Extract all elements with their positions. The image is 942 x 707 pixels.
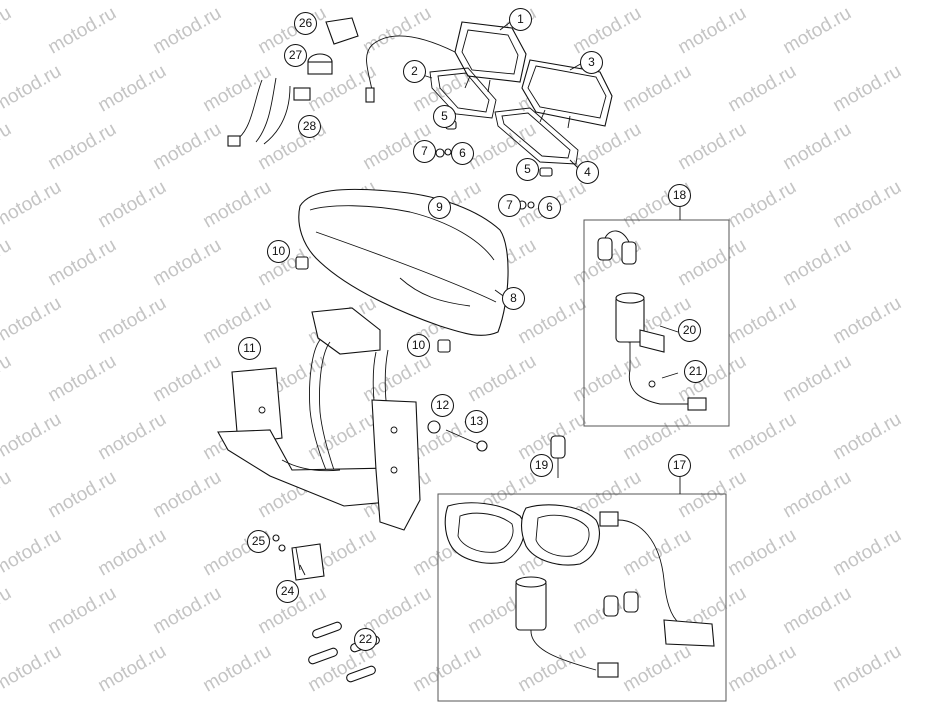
gasket-ring-part <box>429 67 497 119</box>
callout-11: 11 <box>238 337 261 360</box>
callout-6b: 6 <box>538 196 561 219</box>
speedometer-part <box>365 21 527 103</box>
fairing-part <box>298 188 509 336</box>
callout-13: 13 <box>465 410 488 433</box>
callout-26: 26 <box>294 12 317 35</box>
callout-25: 25 <box>247 530 270 553</box>
key-part <box>550 435 566 478</box>
callout-28: 28 <box>298 115 321 138</box>
callout-1: 1 <box>509 8 532 31</box>
callout-27: 27 <box>284 44 307 67</box>
callout-22: 22 <box>354 628 377 651</box>
callout-7a: 7 <box>413 140 436 163</box>
callout-3: 3 <box>580 51 603 74</box>
group-box-18 <box>583 219 730 427</box>
callout-10a: 10 <box>267 240 290 263</box>
small-bracket-part <box>272 534 325 581</box>
callout-7b: 7 <box>498 194 521 217</box>
callout-19: 19 <box>530 454 553 477</box>
connector-harness-part <box>227 17 359 147</box>
callout-4: 4 <box>576 161 599 184</box>
bolt-part <box>445 429 488 452</box>
callout-2: 2 <box>403 60 426 83</box>
callout-8: 8 <box>502 287 525 310</box>
callout-12: 12 <box>431 394 454 417</box>
callout-18: 18 <box>668 184 691 207</box>
dashboard-kit-group-17 <box>444 502 715 678</box>
callout-9: 9 <box>428 196 451 219</box>
ignition-lock-group-18 <box>597 230 707 411</box>
callout-17: 17 <box>668 454 691 477</box>
callout-6a: 6 <box>451 142 474 165</box>
frame-bracket-part <box>217 307 421 531</box>
callout-21: 21 <box>684 360 707 383</box>
clip-part <box>295 256 309 270</box>
callout-24: 24 <box>276 580 299 603</box>
washer-part <box>427 420 441 434</box>
clip-part-2 <box>437 339 451 353</box>
group-box-17 <box>437 493 727 702</box>
gasket-ring-2-part <box>494 107 579 165</box>
tachometer-part <box>521 59 613 129</box>
callout-20: 20 <box>678 319 701 342</box>
callout-5b: 5 <box>516 158 539 181</box>
callout-10b: 10 <box>407 334 430 357</box>
callout-5a: 5 <box>433 105 456 128</box>
